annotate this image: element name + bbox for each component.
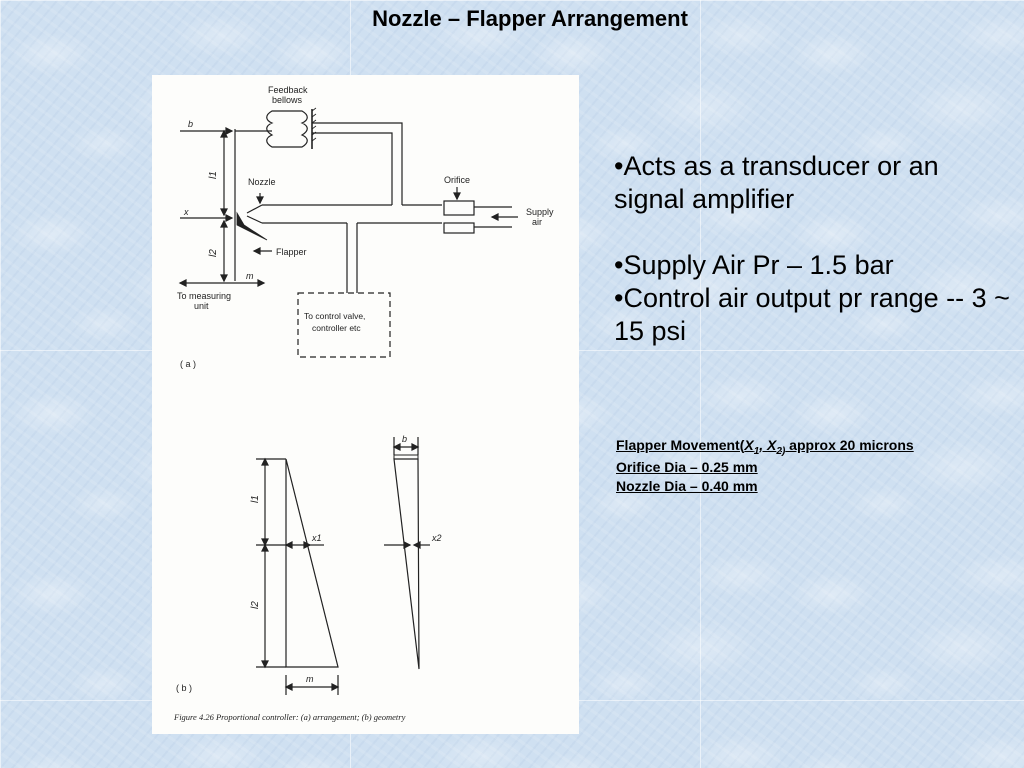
geom-label-l1: l1: [250, 495, 261, 503]
bullet-list: •Acts as a transducer or an signal ampli…: [614, 150, 1014, 348]
label-nozzle: Nozzle: [248, 177, 276, 187]
flapper: [236, 211, 268, 241]
label-part-b: ( b ): [176, 683, 192, 693]
geom-label-x2: x2: [431, 533, 442, 543]
spec-notes: Flapper Movement(X1, X2) approx 20 micro…: [616, 436, 1016, 495]
supply-pipe: [474, 206, 512, 228]
label-l1: l1: [208, 171, 219, 179]
geom-label-b: b: [402, 434, 407, 444]
label-b: b: [188, 119, 193, 129]
label-supply: Supply: [526, 207, 554, 217]
geometry-triangle-left: [285, 458, 339, 668]
label-orifice: Orifice: [444, 175, 470, 185]
label-bellows: bellows: [272, 95, 303, 105]
figure-panel: b l1 l2 x m To measuring unit Feedback b…: [152, 75, 579, 734]
geom-label-l2: l2: [250, 601, 261, 609]
bullet-supply-air: •Supply Air Pr – 1.5 bar: [614, 249, 894, 280]
nozzle-tip: [246, 204, 263, 224]
note-flapper-movement: Flapper Movement(X1, X2) approx 20 micro…: [616, 437, 914, 457]
label-part-a: ( a ): [180, 359, 196, 369]
note-nozzle-dia: Nozzle Dia – 0.40 mm: [616, 477, 758, 494]
orifice-upper: [443, 200, 475, 216]
label-air: air: [532, 217, 542, 227]
geom-label-x1: x1: [311, 533, 322, 543]
label-flapper: Flapper: [276, 247, 307, 257]
label-x: x: [183, 207, 189, 217]
bullet-transducer: •Acts as a transducer or an signal ampli…: [614, 151, 939, 214]
label-control-valve-2: controller etc: [312, 323, 361, 333]
geometry-triangle-right: [393, 458, 420, 670]
geom-label-m: m: [306, 674, 314, 684]
label-control-valve-1: To control valve,: [304, 311, 365, 321]
slide-title: Nozzle – Flapper Arrangement: [372, 6, 688, 31]
label-feedback: Feedback: [268, 85, 308, 95]
feedback-pipe: [312, 122, 403, 205]
feedback-bellows: [266, 110, 308, 148]
label-to-measuring-1: To measuring: [177, 291, 231, 301]
label-l2: l2: [208, 249, 219, 257]
bullet-control-air: •Control air output pr range -- 3 ~ 15 p…: [614, 282, 1010, 346]
label-m: m: [246, 271, 254, 281]
output-pipe: [346, 223, 358, 293]
note-orifice-dia: Orifice Dia – 0.25 mm: [616, 459, 758, 476]
control-valve-box: [297, 292, 391, 358]
figure-caption: Figure 4.26 Proportional controller: (a)…: [174, 712, 406, 722]
figure-diagram: b l1 l2 x m To measuring unit Feedback b…: [176, 85, 554, 695]
orifice-lower: [443, 222, 475, 234]
label-to-measuring-2: unit: [194, 301, 209, 311]
